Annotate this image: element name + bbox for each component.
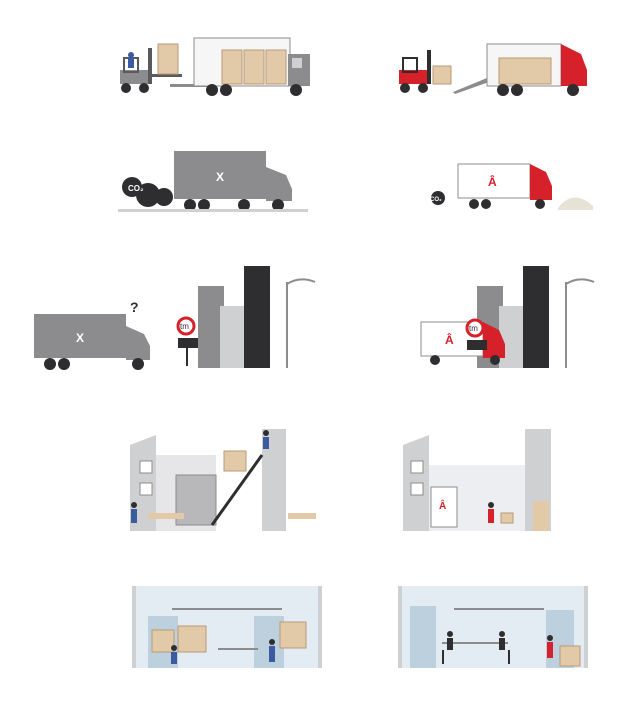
smoke-icon — [122, 177, 173, 207]
scene-office-brand — [398, 586, 588, 668]
forklift-icon — [120, 48, 182, 93]
box-icon — [500, 512, 514, 524]
road-sign-icon: tm — [465, 318, 487, 350]
competitor-mark: X — [216, 170, 224, 184]
co2-label: CO₂ — [128, 184, 144, 193]
road-sign-icon: tm — [176, 316, 198, 366]
brand-mark: Â — [445, 332, 454, 347]
worker-icon — [447, 631, 553, 658]
scene-emissions-competitor: CO₂ X — [118, 151, 308, 212]
scene-office-competitor — [132, 586, 322, 668]
desk-icon — [442, 642, 508, 644]
scene-emissions-brand: CO₂ Â — [430, 163, 593, 210]
worker-icon — [171, 639, 275, 664]
scene-city-brand: Â tm — [420, 266, 595, 368]
forklift-icon — [399, 50, 431, 93]
truck-icon: X — [34, 314, 150, 370]
scene-loading-brand — [399, 43, 587, 96]
desk-icon — [218, 648, 258, 650]
box-icon — [559, 645, 581, 667]
scene-loading-competitor — [120, 37, 310, 96]
truck-icon: Â — [420, 321, 505, 365]
box-icon — [157, 43, 179, 75]
box-icon — [223, 450, 247, 472]
streetlamp-icon — [565, 278, 595, 368]
question-mark: ? — [130, 299, 139, 315]
streetlamp-icon — [286, 278, 316, 368]
barrier-icon — [148, 513, 316, 519]
truck-icon — [486, 43, 587, 96]
truck-icon: Â — [457, 163, 552, 209]
truck-icon: X — [174, 151, 292, 211]
brand-mark: Â — [439, 499, 446, 512]
competitor-mark: X — [76, 331, 84, 345]
worker-icon — [131, 430, 269, 523]
worker-icon — [488, 502, 494, 523]
smoke-icon — [431, 191, 445, 205]
sign-tm: tm — [469, 324, 478, 333]
truck-icon — [193, 37, 310, 96]
chair-icon — [442, 650, 510, 664]
box-icon — [432, 65, 452, 85]
box-icon — [151, 621, 307, 653]
scene-street-brand: Â — [403, 429, 551, 531]
brand-mark: Â — [488, 174, 497, 189]
sign-tm: tm — [180, 322, 189, 331]
scene-city-competitor: ? X tm — [34, 266, 316, 370]
scene-street-competitor — [130, 429, 316, 531]
co2-label: CO₂ — [430, 197, 442, 203]
